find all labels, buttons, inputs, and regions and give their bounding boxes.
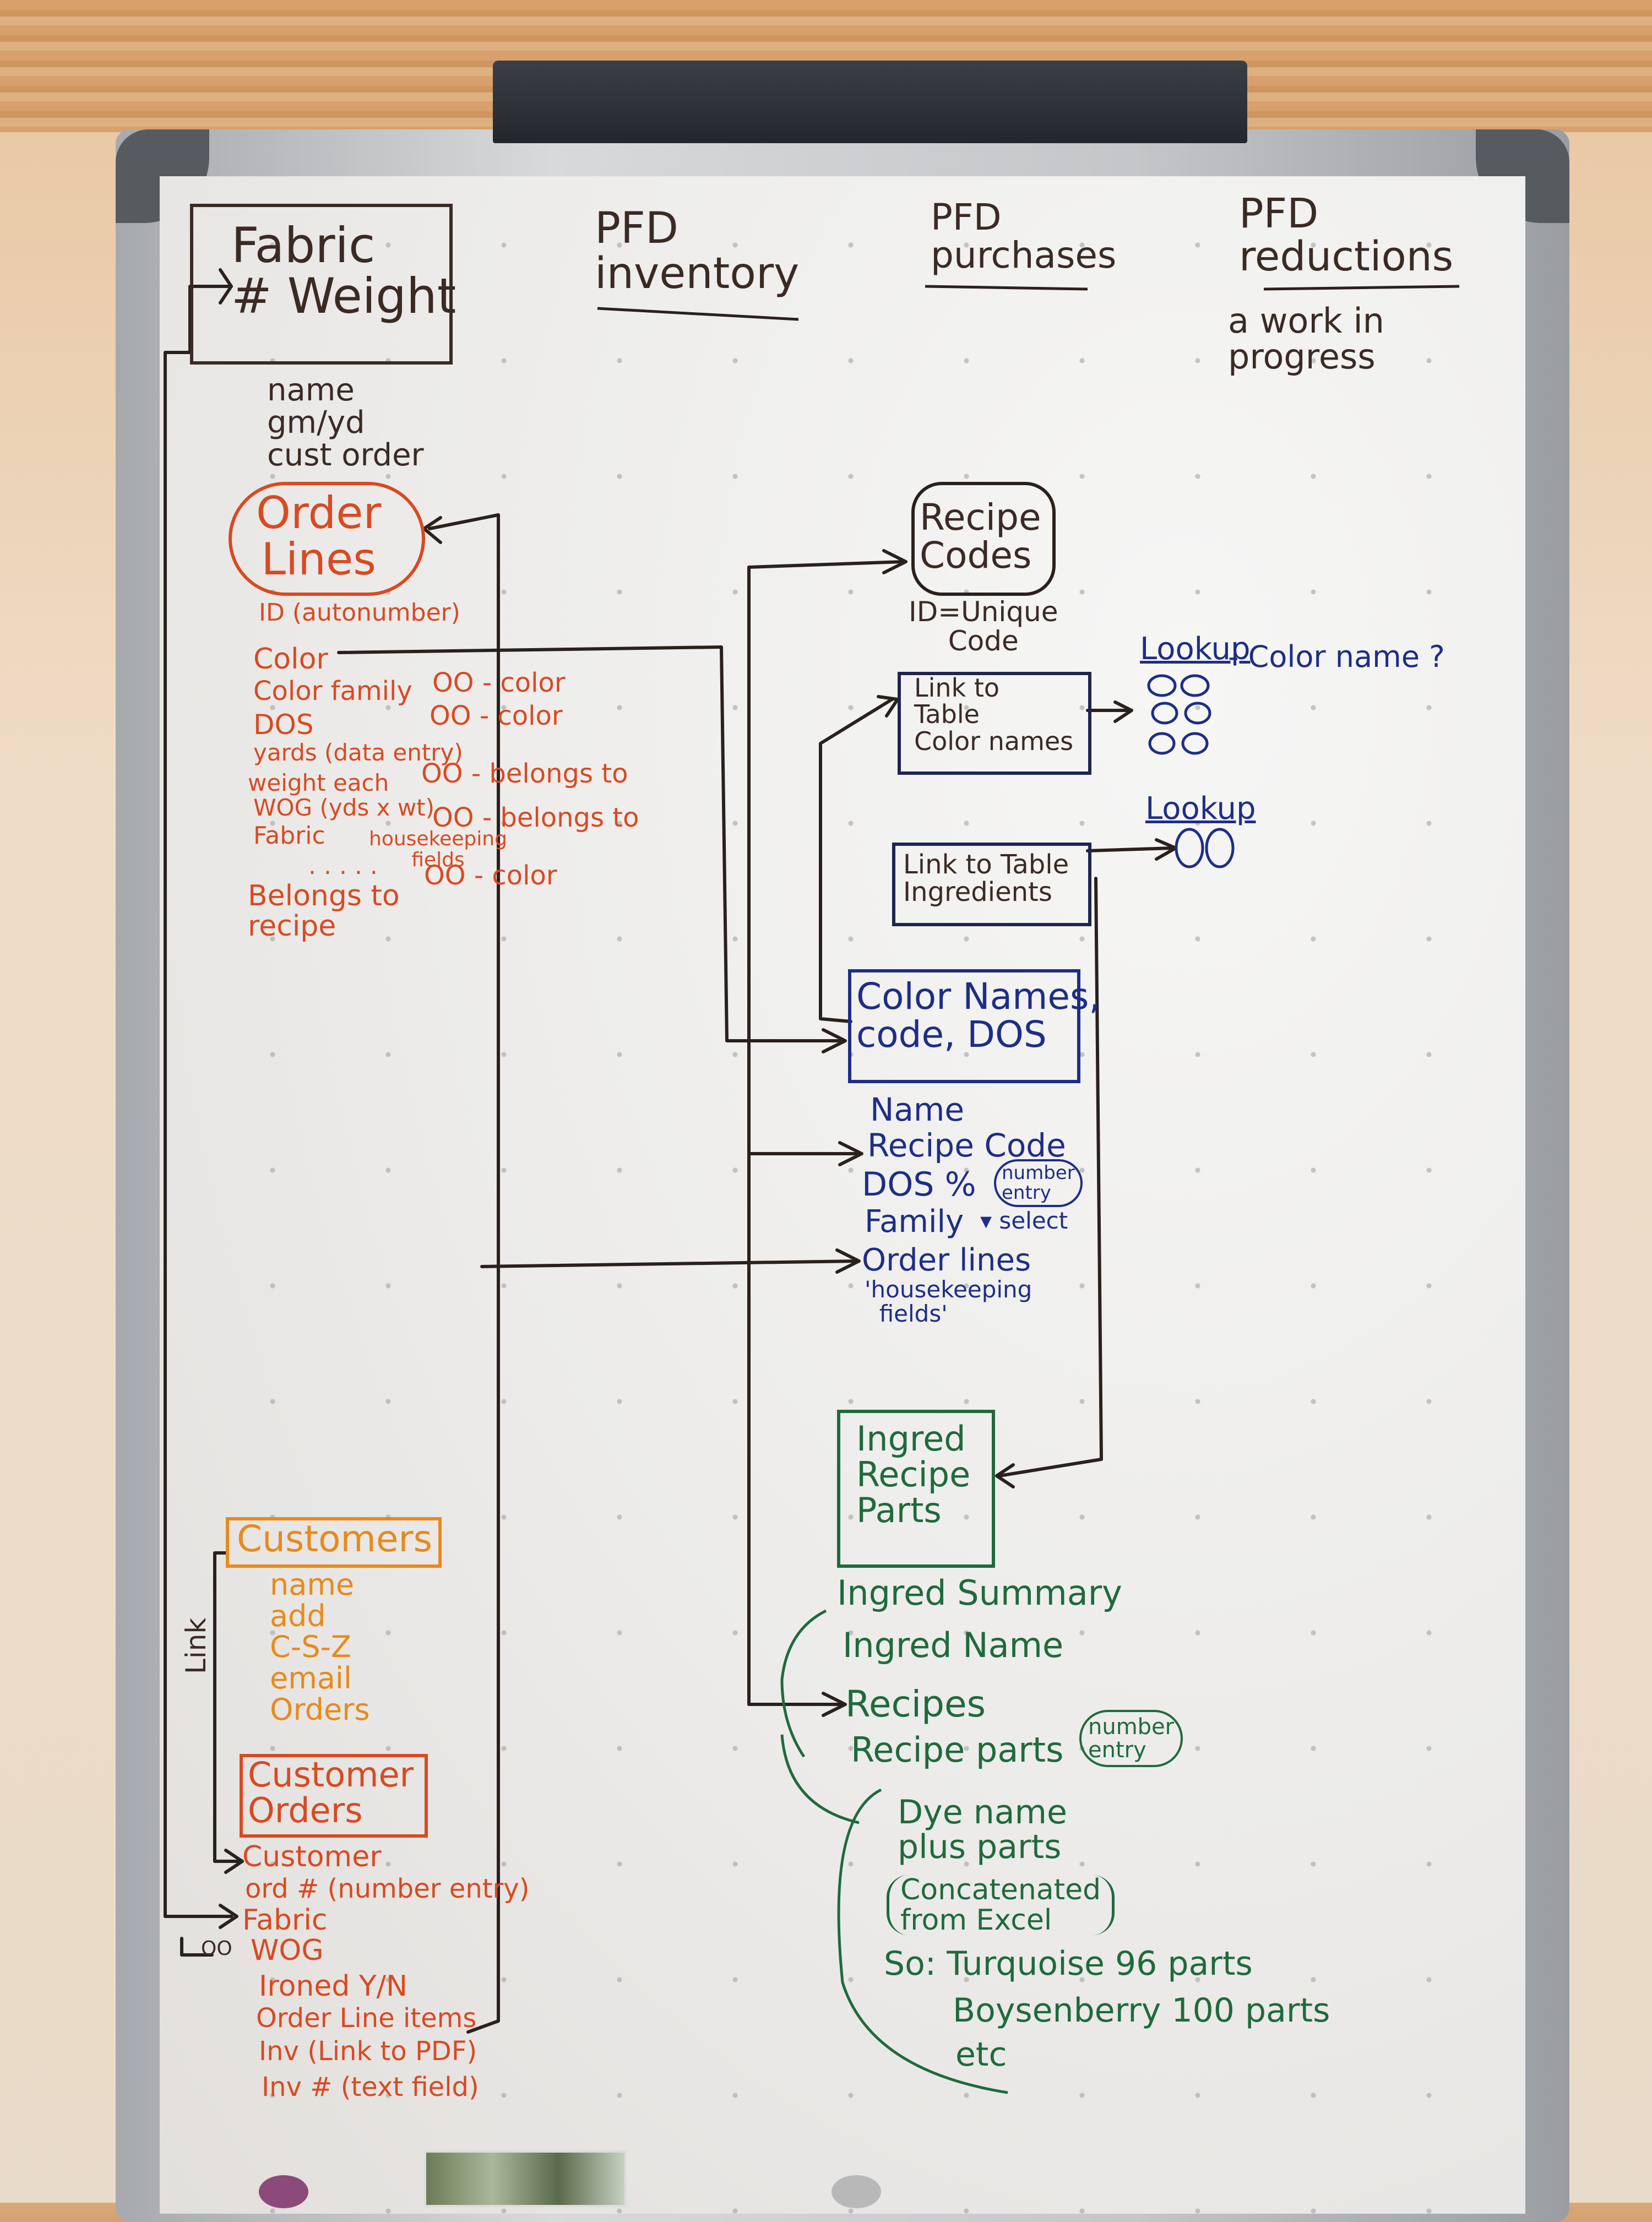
ingred-etc: etc <box>955 2035 1007 2074</box>
link-label: Link <box>180 1617 212 1674</box>
color-names-field-recipe-code: Recipe Code <box>867 1127 1066 1164</box>
ingred-parts-note: number entry <box>1079 1710 1183 1767</box>
ingred-dye-name: Dye name plus parts <box>898 1793 1067 1866</box>
customers-box <box>226 1517 442 1568</box>
color-names-box <box>848 969 1080 1083</box>
color-names-field-order-lines: Order lines <box>862 1242 1031 1278</box>
ingred-field-recipes: Recipes <box>845 1683 986 1725</box>
order-lines-field-weight-each: weight each <box>248 769 389 796</box>
order-lines-housekeeping: housekeeping fields <box>369 828 507 871</box>
fabric-fields: name gm/yd cust order <box>267 372 424 473</box>
relation-belongs-to-1: OO - belongs to <box>421 758 628 789</box>
fabric-weight-box <box>190 204 453 365</box>
order-lines-box <box>229 482 425 596</box>
ingred-field-recipe-parts: Recipe parts <box>851 1730 1064 1770</box>
magnet <box>832 2175 881 2208</box>
order-lines-field-wog: WOG (yds x wt) <box>253 794 435 821</box>
link-ingredients-box <box>892 843 1091 926</box>
fabric-weight-title: Fabric # Weight <box>231 217 457 325</box>
header-pfd-inventory: PFD inventory <box>595 204 800 298</box>
relation-belongs-to-2: OO - belongs to <box>432 802 639 833</box>
order-lines-title: Order Lines <box>256 487 382 585</box>
customer-orders-field-inv-link: Inv (Link to PDF) <box>259 2036 477 2067</box>
link-ingredients-title: Link to Table Ingredients <box>903 849 1069 908</box>
ingred-example-boysenberry: Boysenberry 100 parts <box>953 1991 1330 2030</box>
order-lines-field-ellipsis: . . . . . <box>308 852 378 880</box>
link-color-names-title: Link to Table Color names <box>914 673 1074 756</box>
customer-orders-field-inv-number: Inv # (text field) <box>262 2072 479 2103</box>
ingred-recipe-parts-box <box>837 1410 995 1568</box>
relation-color-2: OO - color <box>430 700 563 731</box>
customer-orders-field-order-line-items: Order Line items <box>256 2003 477 2034</box>
lookup-circles-color <box>1147 674 1211 755</box>
customer-orders-field-ironed: Ironed Y/N <box>259 1970 408 2003</box>
lookup-circles-ingredients <box>1175 828 1235 868</box>
magnet <box>259 2175 308 2208</box>
color-names-field-housekeeping: 'housekeeping fields' <box>865 1276 1032 1328</box>
marker-rail <box>493 61 1247 143</box>
ingred-example-turquoise: So: Turquoise 96 parts <box>884 1944 1253 1983</box>
order-lines-id: ID (autonumber) <box>259 599 460 627</box>
header-pfd-reductions: PFD reductions <box>1239 190 1454 280</box>
color-names-family-note: ▾ select <box>980 1207 1068 1234</box>
header-pfd-purchases: PFD purchases <box>931 196 1117 277</box>
customer-orders-field-ord-number: ord # (number entry) <box>245 1873 530 1904</box>
lookup-color-name-note: - Color name ? <box>1228 639 1445 674</box>
link-color-names-box <box>898 672 1091 775</box>
order-lines-field-dos: DOS <box>253 709 314 741</box>
customer-orders-field-fabric: Fabric <box>242 1904 328 1937</box>
customers-fields: name add C-S-Z email Orders <box>270 1567 370 1727</box>
color-names-field-family: Family <box>865 1204 964 1240</box>
customers-title: Customers <box>237 1518 432 1560</box>
recipe-codes-box <box>911 482 1056 596</box>
color-names-field-dos: DOS % <box>862 1165 976 1204</box>
pinned-photo <box>424 2150 627 2207</box>
ingred-field-name: Ingred Name <box>843 1625 1064 1665</box>
order-lines-field-fabric: Fabric <box>253 822 325 850</box>
order-lines-field-color: Color <box>253 643 328 676</box>
ingred-concat-note: Concatenated from Excel <box>887 1875 1115 1936</box>
color-names-dos-note: number entry <box>994 1159 1083 1208</box>
color-names-title: Color Names, code, DOS <box>856 975 1101 1056</box>
note-work-in-progress: a work in progress <box>1228 301 1384 377</box>
customer-orders-oo: OO <box>201 1937 232 1960</box>
recipe-codes-title: Recipe Codes <box>920 496 1041 577</box>
color-names-field-name: Name <box>870 1091 965 1128</box>
order-lines-field-yards: yards (data entry) <box>253 739 463 766</box>
customer-orders-field-customer: Customer <box>242 1840 382 1873</box>
order-lines-field-belongs-to-recipe: Belongs to recipe <box>248 879 400 943</box>
customer-orders-title: Customer Orders <box>248 1754 414 1831</box>
relation-color-3: OO - color <box>424 860 557 891</box>
lookup-label-1: Lookup <box>1140 631 1251 667</box>
lookup-label-2: Lookup <box>1145 791 1256 827</box>
ingred-recipe-parts-title: Ingred Recipe Parts <box>856 1419 971 1531</box>
customer-orders-field-wog: WOG <box>251 1934 324 1967</box>
ingred-field-summary: Ingred Summary <box>837 1573 1122 1613</box>
relation-color-1: OO - color <box>432 667 566 698</box>
customer-orders-box <box>240 1754 428 1838</box>
recipe-codes-id: ID=Unique Code <box>909 596 1058 657</box>
order-lines-field-color-family: Color family <box>253 676 412 707</box>
